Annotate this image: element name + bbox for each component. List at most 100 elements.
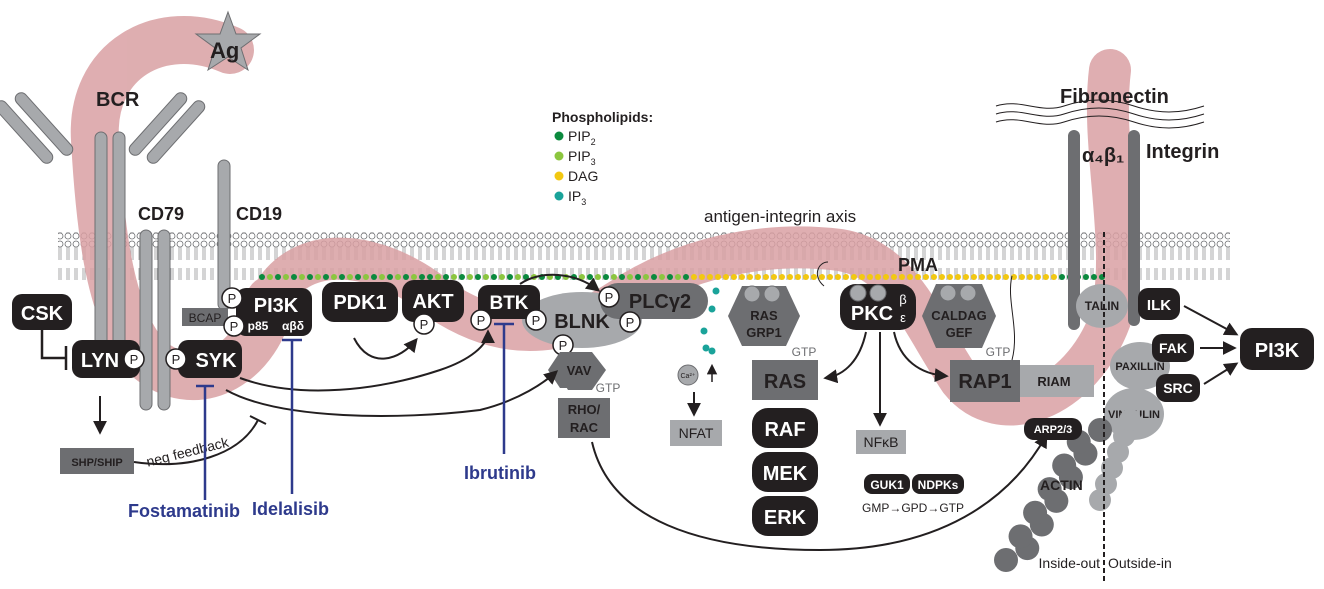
- lipid-head: [643, 274, 649, 280]
- lipid-head: [931, 274, 937, 280]
- lipid-head: [867, 274, 873, 280]
- integrin-alpha: [1068, 130, 1080, 330]
- lipid-head: [307, 274, 313, 280]
- lipid-head: [411, 274, 417, 280]
- ilk-label: ILK: [1147, 297, 1171, 314]
- btk-phospho-2-label: P: [532, 313, 541, 328]
- mek-label: MEK: [763, 463, 808, 485]
- lipid-head: [435, 274, 441, 280]
- plcg2-phospho-1: [598, 286, 620, 308]
- pkc-ca-2: [869, 284, 887, 302]
- lipid-head: [883, 274, 889, 280]
- pkc-label: PKC: [851, 303, 893, 325]
- cd79-label: CD79: [138, 204, 184, 224]
- pi3k-right-label: PI3K: [1255, 340, 1300, 362]
- lipid-head: [627, 274, 633, 280]
- caldag-ca-2: [959, 284, 977, 302]
- lipid-head: [379, 274, 385, 280]
- lipid-head: [427, 274, 433, 280]
- lipid-head: [739, 274, 745, 280]
- csk-inhibits-lyn: [40, 330, 68, 370]
- lipid-head: [1059, 274, 1065, 280]
- lipid-head: [755, 274, 761, 280]
- lipid-head: [1035, 274, 1041, 280]
- lyn-phospho-label: P: [130, 352, 139, 367]
- lipid-head: [659, 274, 665, 280]
- bcap-label: BCAP: [189, 311, 222, 325]
- legend-dag-dot: [554, 171, 564, 181]
- syk-phospho-label: P: [172, 352, 181, 367]
- actin-bead: [1088, 418, 1112, 442]
- legend-pip2-dot: [554, 131, 564, 141]
- btk-phospho-1-label: P: [477, 313, 486, 328]
- pi3k-left-node: [236, 288, 312, 336]
- lipid-head: [1003, 274, 1009, 280]
- vav-label: VAV: [567, 363, 592, 378]
- caldag-label-2: GEF: [946, 325, 973, 340]
- lipid-head: [691, 274, 697, 280]
- lipid-head: [259, 274, 265, 280]
- pi3k-phospho-1: [221, 287, 243, 309]
- pma-label: PMA: [898, 255, 938, 275]
- ndpks-node: [912, 474, 964, 494]
- mek-node: [752, 452, 818, 492]
- actin-bead: [994, 548, 1018, 572]
- akt-phospho: [413, 313, 435, 335]
- axis-label: antigen-integrin axis: [704, 207, 856, 226]
- lipid-head: [611, 274, 617, 280]
- antigen-label: Ag: [210, 38, 239, 63]
- legend-ip3-dot: [554, 191, 564, 201]
- lipid-head: [947, 274, 953, 280]
- pdk1-node: [322, 282, 398, 322]
- lipid-head: [683, 274, 689, 280]
- pdk1-to-akt-arrow: [353, 337, 418, 360]
- fostamatinib-inhibitor: [196, 384, 214, 500]
- raf-label: RAF: [764, 419, 805, 441]
- calcium-label: Ca²⁺: [681, 373, 696, 380]
- pkc-beta: β: [899, 292, 906, 307]
- lipid-head: [1083, 274, 1089, 280]
- shp-node: [60, 448, 134, 474]
- vav-shape: [556, 352, 606, 390]
- lipid-head: [731, 274, 737, 280]
- rap1-label: RAP1: [958, 371, 1011, 393]
- fak-node: [1152, 334, 1194, 362]
- lipid-head: [587, 274, 593, 280]
- ndpks-label: NDPKs: [918, 478, 959, 492]
- ibrutinib-label: Ibrutinib: [464, 463, 536, 483]
- lipid-head: [979, 274, 985, 280]
- gmp-line: GMP→GPD→GTP: [862, 501, 964, 515]
- lipid-head: [723, 274, 729, 280]
- lipid-head: [523, 274, 529, 280]
- actin-bead: [1037, 477, 1062, 502]
- legend-pip3-dot: [554, 151, 564, 161]
- raf-node: [752, 408, 818, 448]
- guk1-node: [864, 474, 910, 494]
- integrin-beta: [1128, 130, 1140, 326]
- nfkb-label: NFκB: [864, 434, 899, 450]
- ip3-release: [700, 287, 720, 355]
- nfkb-node: [856, 430, 906, 454]
- lipid-head: [451, 274, 457, 280]
- akt-phospho-label: P: [420, 317, 429, 332]
- lipid-head: [595, 274, 601, 280]
- pi3k-phospho-2: [223, 315, 245, 337]
- guk1-label: GUK1: [870, 478, 904, 492]
- lipid-head: [459, 274, 465, 280]
- riam-label: RIAM: [1037, 374, 1070, 389]
- cd19: [217, 159, 231, 311]
- legend-title: Phospholipids:: [552, 109, 653, 125]
- nfat-node: [670, 420, 722, 446]
- rho-rac-label-1: RHO/: [568, 402, 601, 417]
- lipid-head: [891, 274, 897, 280]
- lipid-head: [803, 274, 809, 280]
- rasgrp1-ca-1: [743, 285, 761, 303]
- syk-node: [178, 340, 242, 378]
- fibronectin-label: Fibronectin: [1060, 86, 1169, 108]
- erk-label: ERK: [764, 507, 807, 529]
- lipid-head: [483, 274, 489, 280]
- caldag-node: [922, 284, 996, 348]
- lipid-head: [795, 274, 801, 280]
- btk-to-plcg2-arrow: [519, 273, 601, 292]
- lipid-head: [963, 274, 969, 280]
